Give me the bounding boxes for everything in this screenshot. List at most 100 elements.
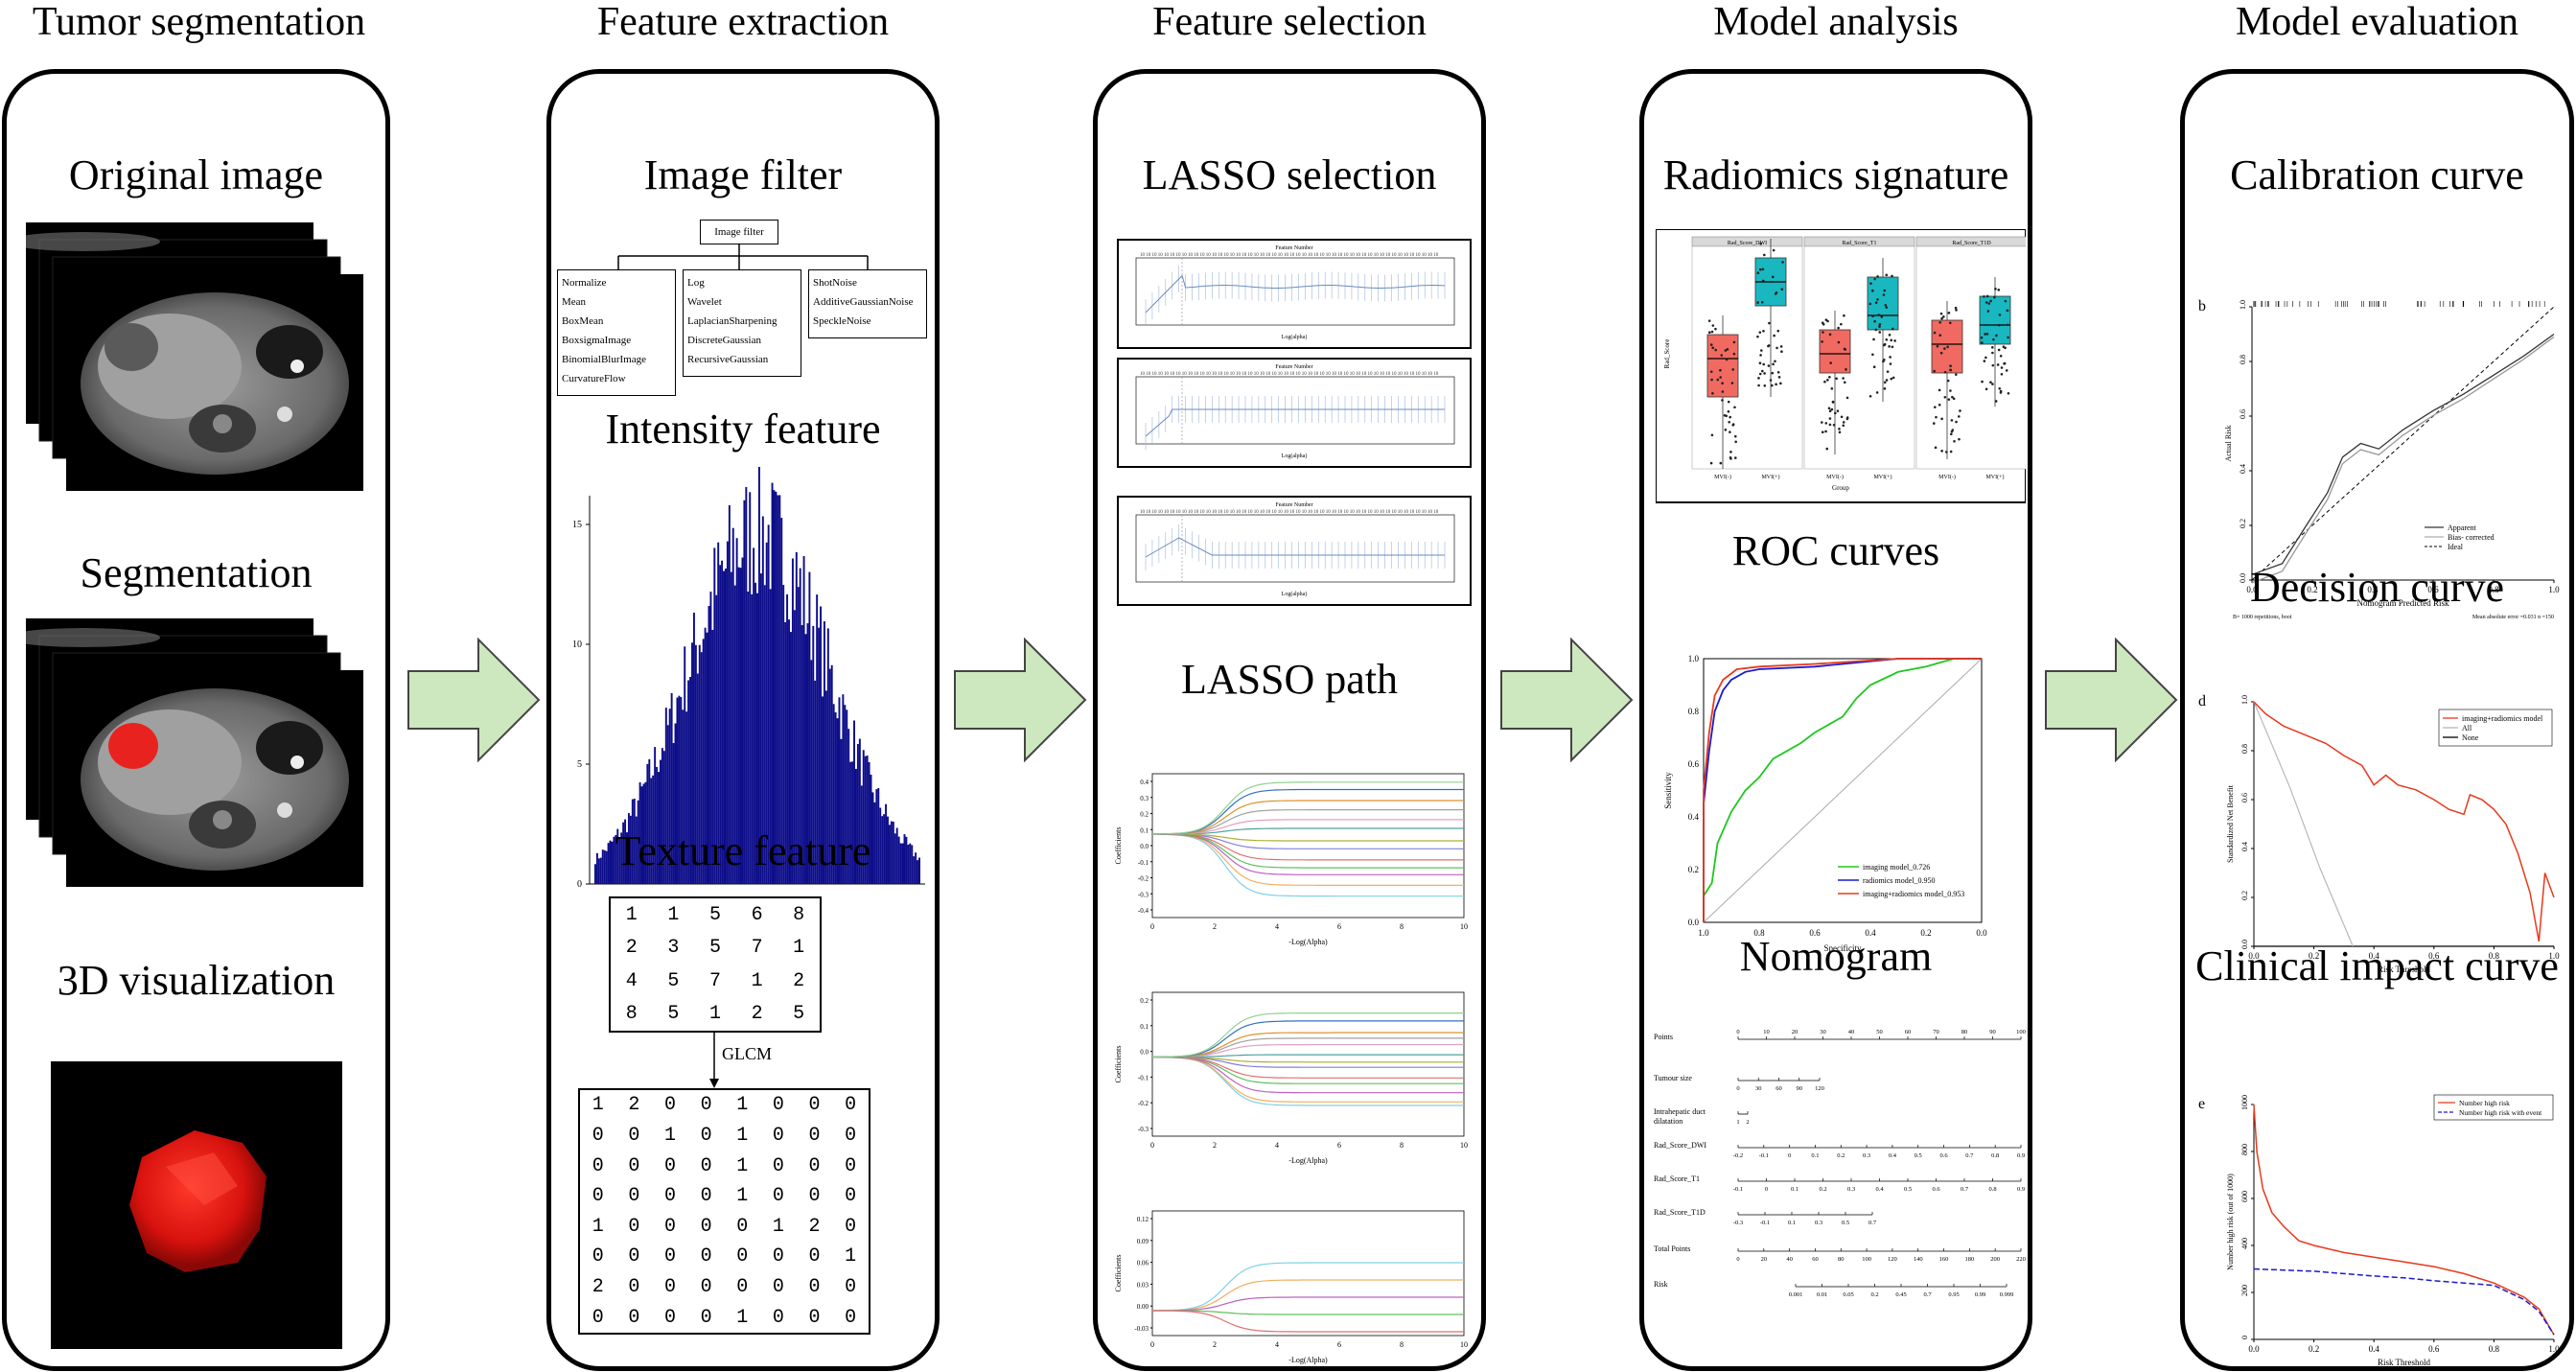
hist-bar [739, 568, 742, 884]
lasso-cv-title: Feature Number [1275, 245, 1312, 251]
nomogram-tick-label: 80 [1838, 1256, 1845, 1263]
hist-bar [662, 751, 665, 884]
glcm-cell: 0 [845, 1276, 857, 1299]
texture-matrix-cell: 1 [667, 903, 680, 926]
jitter-point [1779, 345, 1783, 348]
roc-curve [1703, 658, 1982, 922]
hist-bar [685, 711, 688, 884]
jitter-point [1878, 323, 1882, 326]
jitter-point [1835, 377, 1838, 381]
texture-matrix-cell: 3 [667, 937, 680, 960]
jitter-point [1886, 370, 1890, 373]
jitter-point [2000, 366, 2004, 369]
label-3d-visualization: 3D visualization [57, 957, 336, 1004]
jitter-point [1719, 376, 1722, 379]
jitter-point [1998, 323, 2001, 327]
jitter-point [1950, 419, 1954, 422]
group-tick-label: MVI(-) [1826, 474, 1844, 480]
label-decision-curve: Decision curve [2249, 564, 2505, 611]
glcm-cell: 0 [628, 1154, 640, 1177]
nomogram-tick-label: 50 [1876, 1029, 1883, 1035]
jitter-point [2004, 346, 2007, 350]
jitter-point [1871, 289, 1874, 292]
nomogram-tick-label: 0.05 [1843, 1291, 1853, 1298]
lasso-path-y-tick-label: -0.3 [1138, 891, 1149, 898]
hist-bar [719, 565, 722, 884]
jitter-point [1709, 461, 1713, 465]
hist-bar [611, 841, 614, 884]
jitter-point [1876, 298, 1879, 301]
hist-bar [728, 505, 731, 884]
nomogram-tick-label: -0.2 [1733, 1152, 1743, 1159]
facet-label: Rad_Score_T1D [1952, 241, 1991, 246]
glcm-cell: 0 [664, 1185, 677, 1208]
hist-bar [775, 491, 777, 884]
jitter-point [1762, 362, 1766, 366]
hist-bar [890, 821, 893, 884]
jitter-point [1836, 409, 1840, 412]
jitter-point [1781, 261, 1784, 264]
calibration-ideal [2251, 306, 2555, 581]
jitter-point [1939, 351, 1943, 355]
calibration-y-tick-label: 0.4 [2239, 464, 2247, 474]
nomogram-tick-label: 0.6 [1932, 1186, 1940, 1193]
lasso-path-xlabel: -Log(Alpha) [1288, 938, 1328, 946]
nomogram-tick-label: 90 [1989, 1029, 1996, 1035]
texture-matrix-cell: 5 [793, 1003, 805, 1026]
jitter-point [1984, 387, 1988, 391]
hist-bar [635, 816, 638, 884]
hist-y-tick-label: 5 [577, 759, 582, 770]
jitter-point [1939, 312, 1943, 315]
jitter-point [1830, 407, 1834, 411]
hist-bar [844, 705, 847, 884]
jitter-point [1942, 315, 1945, 318]
hist-bar [806, 623, 809, 884]
jitter-point [2000, 373, 2004, 376]
nomogram-tick-label: 2 [1746, 1119, 1749, 1126]
lasso-path-coef [1152, 833, 1464, 886]
jitter-point [1883, 387, 1887, 390]
jitter-point [1729, 415, 1731, 419]
hist-bar [754, 582, 757, 884]
nomogram-tick-label: 100 [2016, 1029, 2026, 1035]
filter-tree-lines [617, 244, 869, 269]
hist-bar [881, 816, 884, 884]
jitter-point [1732, 352, 1736, 356]
jitter-point [1955, 309, 1958, 312]
glcm-cell: 2 [592, 1276, 604, 1299]
hist-bar [745, 487, 748, 884]
nomogram-tick-label: 0 [1765, 1186, 1768, 1193]
hist-bar [828, 668, 831, 884]
jitter-point [1775, 346, 1778, 350]
jitter-point [1938, 403, 1941, 407]
hist-bar [692, 613, 695, 884]
jitter-point [1763, 253, 1766, 257]
clinical-x-tick-label: 0.2 [2309, 1344, 2319, 1354]
nomogram-tick-label: 0.3 [1815, 1220, 1822, 1226]
nomogram-tick-label: 0.01 [1817, 1291, 1827, 1298]
jitter-point [1984, 333, 1986, 336]
lasso-path-y-tick-label: 0.00 [1137, 1303, 1149, 1311]
nomogram-row-label: dilatation [1654, 1117, 1683, 1126]
decision-legend-label: imaging+radiomics model [2462, 714, 2543, 723]
lasso-path-x-tick-label: 8 [1400, 1340, 1404, 1349]
jitter-point [1728, 420, 1730, 424]
hist-bar [761, 516, 764, 884]
hist-bar [757, 467, 760, 884]
jitter-point [1893, 339, 1896, 342]
lasso-cv-xlabel: Log(alpha) [1282, 334, 1308, 340]
hist-bar [818, 627, 821, 884]
filter-item: AdditiveGaussianNoise [813, 296, 914, 308]
hist-bar [741, 557, 744, 884]
jitter-point [1993, 295, 1996, 299]
hist-bar [866, 756, 869, 884]
decision-y-tick-label: 0.4 [2240, 842, 2249, 851]
glcm-cell: 0 [772, 1245, 784, 1268]
hist-bar [826, 628, 829, 884]
roc-y-tick-label: 1.0 [1688, 654, 1700, 663]
hist-bar [594, 864, 596, 884]
hist-bar [786, 593, 789, 884]
